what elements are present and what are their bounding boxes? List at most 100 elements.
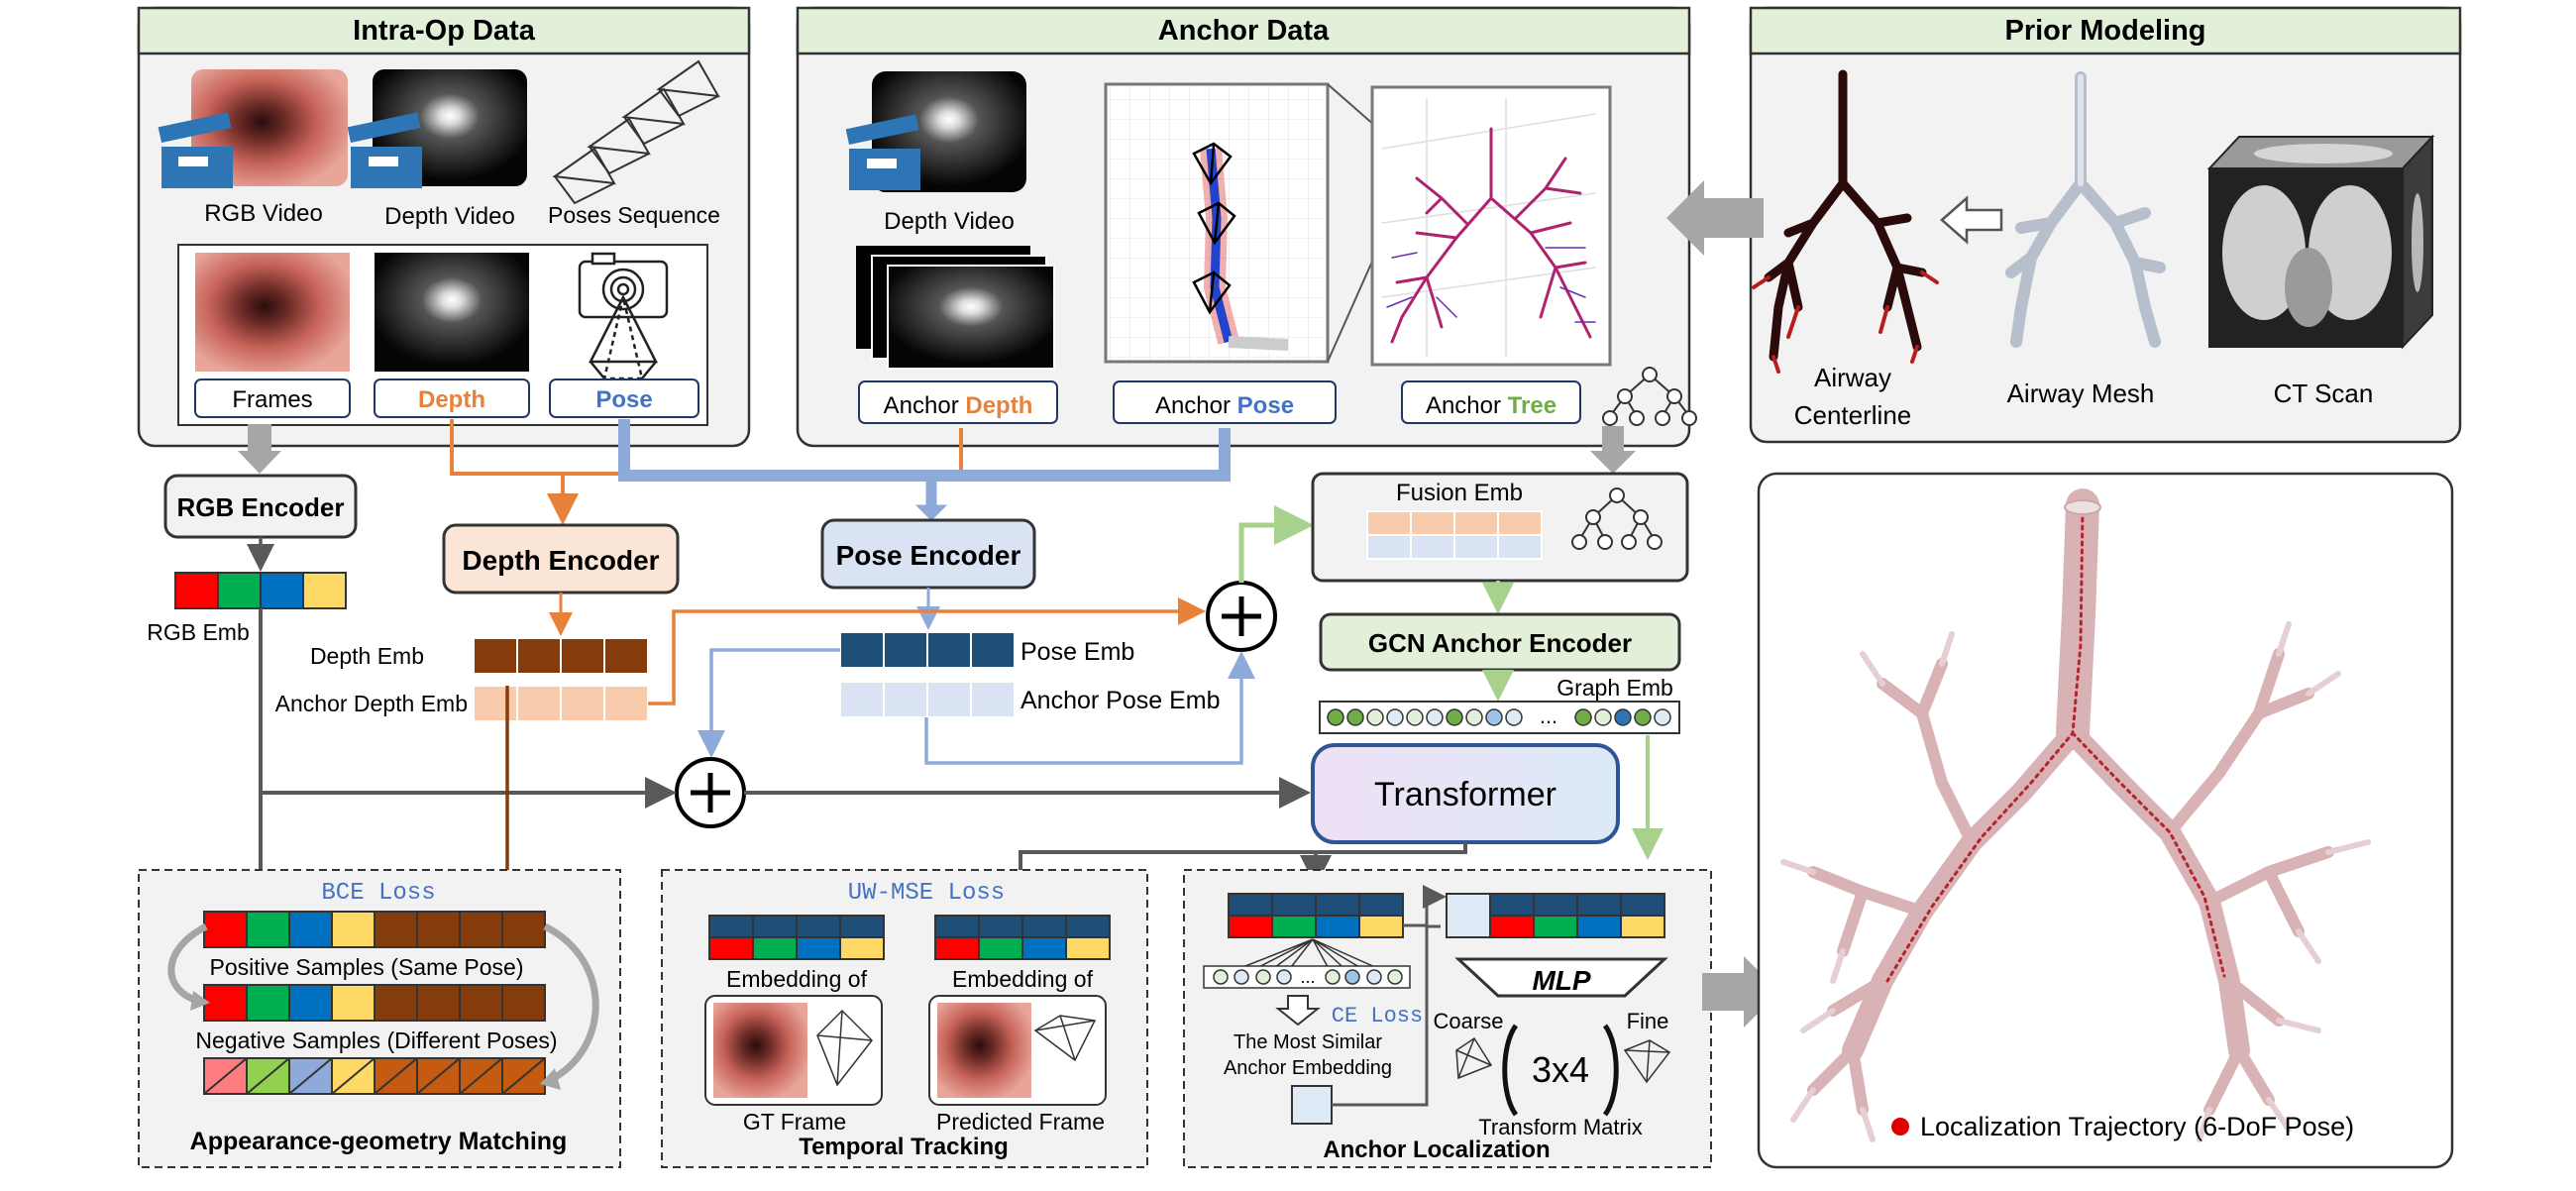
camera-icon [578, 252, 669, 380]
frames-label: Frames [232, 386, 312, 413]
negative-sample-row [203, 1057, 546, 1095]
anchor-pose-label-box [1113, 380, 1337, 424]
depth-emb-label: Depth Emb [310, 643, 424, 669]
most-similar-line1: The Most Similar [1234, 1031, 1382, 1053]
rgb-encoder: RGB Encoder [163, 474, 358, 539]
anchor-tree-label: Anchor Tree [1426, 392, 1556, 419]
selected-anchor-embedding [1291, 1085, 1333, 1125]
depth-label: Depth [418, 386, 485, 413]
gt-frame-label: GT Frame [743, 1109, 846, 1135]
graph-emb-nodes: ... [1319, 701, 1680, 734]
down-arrow-icon [1275, 995, 1321, 1027]
anchor-depth-emb-label: Anchor Depth Emb [275, 691, 468, 716]
svg-text:...: ... [1300, 967, 1315, 987]
matching-title: Appearance-geometry Matching [190, 1128, 568, 1155]
fine-pose-icon [1623, 1039, 1671, 1084]
anchor-pose-emb-label: Anchor Pose Emb [1020, 687, 1221, 714]
predicted-embedding [934, 915, 1111, 960]
anchor-tree-label-box [1401, 380, 1581, 424]
anchor-depth-video-label: Depth Video [884, 208, 1015, 235]
airway-centerline-line2: Centerline [1794, 400, 1912, 430]
pose-emb [839, 631, 1016, 669]
negative-samples-label: Negative Samples (Different Poses) [195, 1028, 557, 1053]
rgb-encoder-label: RGB Encoder [176, 492, 344, 522]
airway-centerline-image [1752, 69, 1939, 374]
query-embedding [1228, 893, 1404, 938]
clapperboard-icon [347, 112, 422, 188]
pose-label: Pose [595, 386, 652, 413]
bce-loss-label: BCE Loss [321, 880, 435, 907]
prior-title: Prior Modeling [2005, 15, 2206, 47]
concat-embedding [1446, 893, 1665, 938]
matrix-label: 3x4 [1532, 1049, 1589, 1090]
flow-arrows [238, 419, 1636, 525]
poses-sequence-label: Poses Sequence [548, 202, 720, 228]
rgb-emb-label: RGB Emb [147, 619, 250, 645]
anchor-title: Anchor Data [1158, 15, 1330, 47]
clapperboard-icon [158, 112, 233, 188]
rgb-emb [174, 572, 347, 609]
airway-trajectory-render [1780, 488, 2371, 1142]
rgb-video-label: RGB Video [204, 200, 323, 227]
frames-label-box [194, 379, 351, 418]
tracking-title: Temporal Tracking [799, 1134, 1009, 1160]
depth-emb [473, 637, 649, 675]
mlp-label: MLP [1532, 965, 1590, 996]
gcn-anchor-encoder-label: GCN Anchor Encoder [1368, 628, 1632, 658]
tree-icon [1571, 487, 1663, 550]
predicted-pose-icon [1033, 1015, 1097, 1062]
positive-sample-row-2 [203, 984, 546, 1022]
depth-video-label: Depth Video [384, 203, 515, 230]
most-similar-line2: Anchor Embedding [1224, 1057, 1392, 1079]
gt-pose-icon [816, 1009, 873, 1087]
depth-stack-icon [856, 246, 1055, 370]
gcn-anchor-encoder: GCN Anchor Encoder [1319, 612, 1681, 672]
pose-encoder-label: Pose Encoder [836, 540, 1021, 571]
ct-scan-label: CT Scan [2274, 379, 2374, 408]
airway-mesh-image [2005, 71, 2166, 348]
graph-emb-label: Graph Emb [1556, 675, 1673, 701]
fine-label: Fine [1627, 1009, 1669, 1033]
poses-sequence-icon [552, 59, 720, 205]
coarse-label: Coarse [1434, 1009, 1504, 1033]
matching-box: BCE Loss Positive Samples (Same Pose) Ne… [138, 869, 621, 1168]
pose-label-box [549, 379, 699, 418]
result-panel: Localization Trajectory (6-DoF Pose) [1757, 472, 2454, 1169]
predicted-frame-label: Predicted Frame [936, 1109, 1105, 1135]
fusion-emb-box: Fusion Emb [1311, 472, 1689, 583]
pose-encoder: Pose Encoder [820, 518, 1036, 590]
anchor-pose-trajectory [1192, 142, 1289, 351]
fusion-emb-label: Fusion Emb [1396, 480, 1523, 506]
airway-mesh-label: Airway Mesh [2007, 379, 2155, 408]
ct-scan-cube [2206, 134, 2435, 350]
depth-thumbnail [375, 253, 529, 372]
anchor-pose-label: Anchor Pose [1155, 392, 1294, 419]
trajectory-legend-label: Localization Trajectory (6-DoF Pose) [1920, 1112, 2354, 1141]
coarse-pose-icon [1455, 1036, 1493, 1080]
plus-node-top [1206, 581, 1277, 652]
depth-encoder: Depth Encoder [442, 523, 680, 595]
trajectory-legend-dot [1891, 1118, 1909, 1136]
airway-centerline-line1: Airway [1814, 363, 1891, 392]
tracking-box: UW-MSE Loss Embedding of Embedding of [661, 869, 1148, 1168]
clapperboard-icon [845, 114, 920, 190]
anchor-depth-label-box [858, 380, 1058, 424]
ce-loss-label: CE Loss [1332, 1004, 1423, 1029]
similarity-fan [1220, 938, 1396, 977]
positive-sample-row [203, 911, 546, 948]
pred-embedding-of-label: Embedding of [952, 966, 1094, 992]
positive-samples-label: Positive Samples (Same Pose) [209, 954, 523, 980]
uw-mse-loss-label: UW-MSE Loss [848, 880, 1005, 907]
gt-embedding [708, 915, 885, 960]
predicted-frame-image [937, 1003, 1031, 1098]
prior-to-anchor-arrow [1666, 180, 1764, 256]
localization-title: Anchor Localization [1323, 1137, 1550, 1163]
anchor-panel: Anchor Data Depth Video Anchor Depth [796, 6, 1697, 448]
svg-text:...: ... [1540, 704, 1557, 728]
intraop-title: Intra-Op Data [353, 15, 536, 47]
gt-frame-image [713, 1003, 807, 1098]
anchor-pose-emb [839, 681, 1016, 718]
localization-box: ... CE Loss The Most Similar Anchor Embe… [1183, 869, 1712, 1168]
depth-label-box [374, 379, 530, 418]
